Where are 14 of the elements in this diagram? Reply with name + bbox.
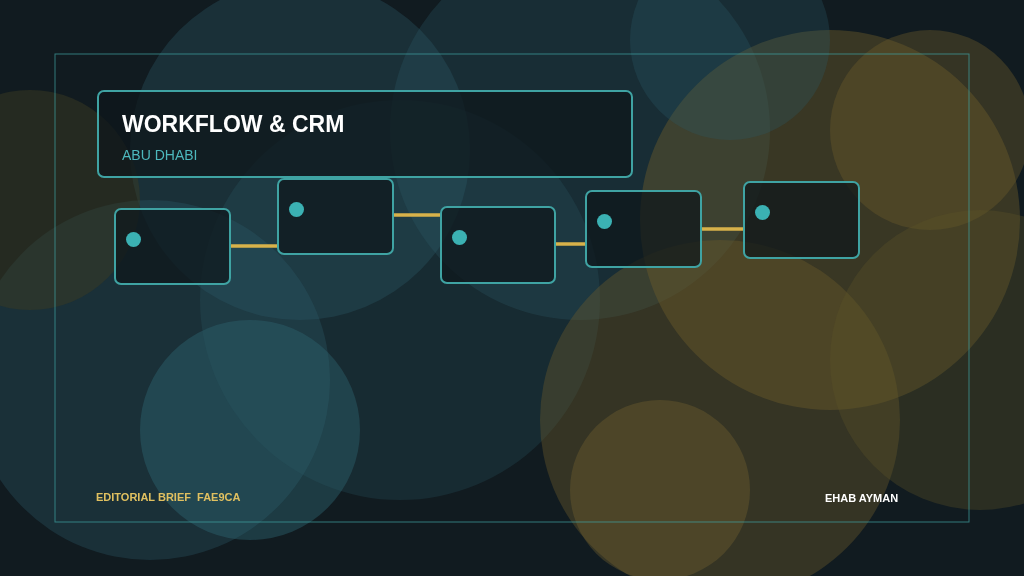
footer-note: EDITORIAL BRIEF FAE9CA bbox=[96, 491, 241, 503]
title-card bbox=[97, 90, 633, 178]
subtitle-text: ABU DHABI bbox=[122, 147, 198, 163]
author-name: EHAB AYMAN bbox=[825, 492, 899, 504]
connector-line bbox=[394, 213, 440, 217]
process-box bbox=[114, 208, 231, 285]
connector-line bbox=[231, 244, 277, 248]
process-box bbox=[277, 178, 394, 255]
connector-line bbox=[702, 227, 743, 231]
process-box bbox=[440, 206, 556, 284]
title-text: WORKFLOW & CRM bbox=[122, 111, 345, 138]
connector-line bbox=[556, 242, 585, 246]
process-box bbox=[585, 190, 702, 268]
process-box bbox=[743, 181, 860, 259]
